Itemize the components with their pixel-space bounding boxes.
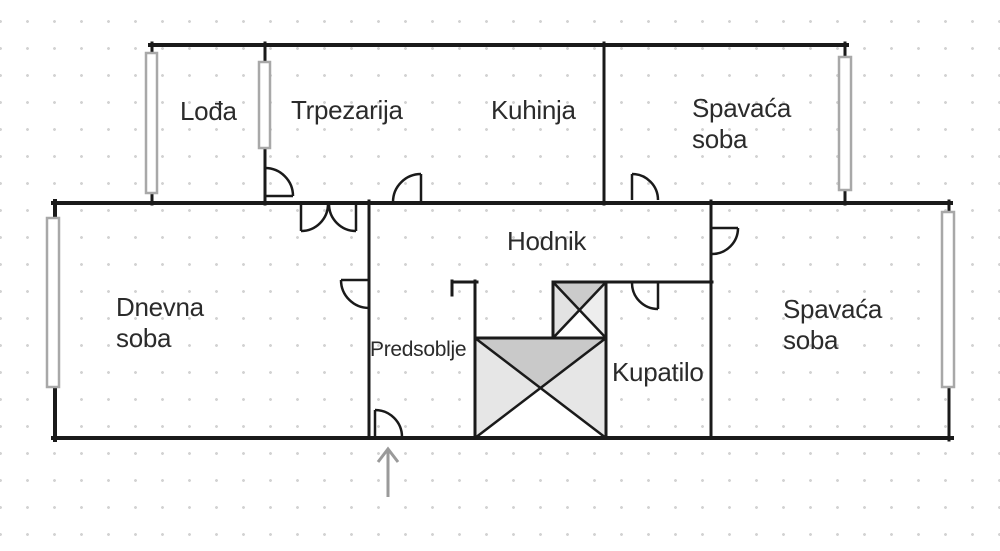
door-hodnik-kupatilo-swing-arc bbox=[630, 282, 659, 311]
door-hodnik-spavaca-soba-2-swing-arc bbox=[711, 227, 740, 256]
shaft-box-small-triangle bbox=[553, 310, 606, 338]
door-hodnik-spavaca-soba-1-swing-arc bbox=[631, 172, 660, 201]
shaft-box-small-diagonal bbox=[552, 281, 607, 339]
shaft-box-small-triangle bbox=[553, 282, 606, 310]
room-label-lodja: Lođa bbox=[180, 96, 237, 126]
double-door-dnevna-right-swing-arc bbox=[327, 203, 357, 233]
shaft-box-small-triangle bbox=[553, 282, 580, 338]
entrance-door-swing-arc bbox=[374, 408, 404, 438]
shaft-box-large-triangle bbox=[540, 338, 606, 438]
room-label-trpezarija: Trpezarija bbox=[291, 95, 403, 125]
entrance-arrow-head bbox=[376, 446, 400, 463]
window-lodja-inner bbox=[257, 60, 272, 150]
room-label-kupatilo: Kupatilo bbox=[612, 357, 704, 387]
shaft-box-large-triangle bbox=[475, 388, 606, 438]
double-door-dnevna-left-swing-arc bbox=[300, 203, 330, 233]
shaft-box-small-triangle bbox=[579, 282, 606, 338]
shaft-box-large-triangle bbox=[475, 338, 606, 388]
room-label-predsoblje: Predsoblje bbox=[370, 338, 466, 361]
window-dnevna bbox=[45, 216, 61, 389]
shaft-box-large-diagonal bbox=[474, 337, 607, 439]
window-spavaca1 bbox=[837, 55, 853, 192]
window-lodja-left bbox=[144, 51, 159, 195]
shaft-box-large-triangle bbox=[475, 338, 541, 438]
door-predsoblje-dnevna-swing-arc bbox=[339, 279, 370, 310]
room-label-kuhinja: Kuhinja bbox=[491, 95, 576, 125]
window-spavaca2 bbox=[940, 210, 956, 389]
door-lodja-trpezarija-swing-arc bbox=[264, 166, 295, 197]
room-label-hodnik: Hodnik bbox=[507, 226, 587, 256]
door-hodnik-trpezarija-swing-arc bbox=[391, 172, 422, 203]
